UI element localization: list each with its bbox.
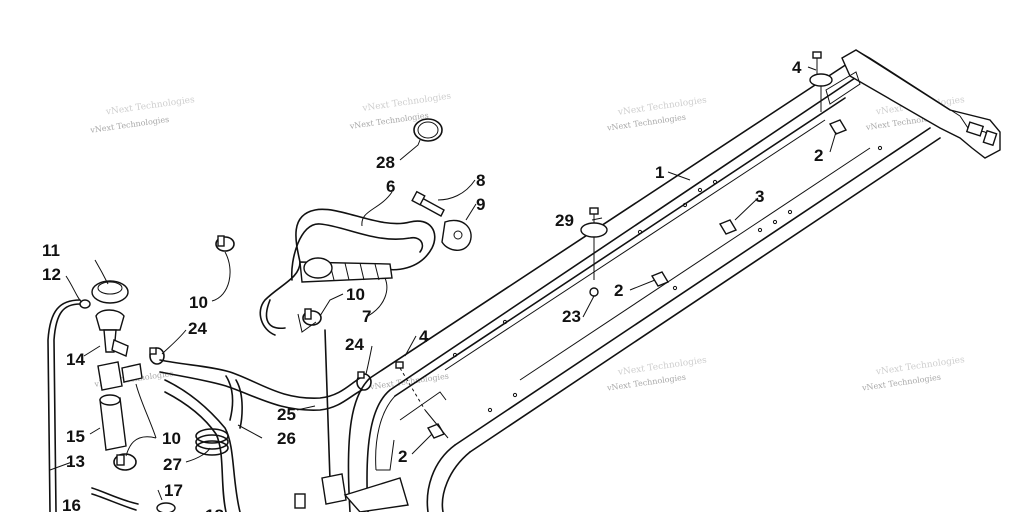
bolt-8 <box>411 190 445 217</box>
callout-29: 29 <box>555 211 574 230</box>
watermark: vNext Technologies <box>89 115 170 135</box>
callout-10a: 10 <box>189 293 208 312</box>
callout-3: 3 <box>755 187 764 206</box>
overflow-hose-13 <box>47 299 81 512</box>
clamp-10-low <box>113 453 137 471</box>
clamp-27 <box>195 428 229 456</box>
callout-1: 1 <box>655 163 664 182</box>
callout-11: 11 <box>42 241 60 260</box>
callout-10c: 10 <box>162 429 181 448</box>
leader-lines <box>49 66 837 501</box>
callouts: 4 2 1 3 29 2 23 4 2 28 8 9 6 7 10 10 10 … <box>42 58 823 512</box>
fastener-29-23 <box>580 207 608 297</box>
bolt-4-top <box>809 51 833 112</box>
callout-24a: 24 <box>188 319 207 338</box>
clamp-10-top <box>215 235 235 252</box>
callout-7: 7 <box>362 307 371 326</box>
callout-16: 16 <box>62 496 81 512</box>
callout-12: 12 <box>42 265 61 284</box>
callout-15: 15 <box>66 427 85 446</box>
callout-2a: 2 <box>814 146 823 165</box>
callout-23: 23 <box>562 307 581 326</box>
watermark: vNext Technologies <box>368 371 449 391</box>
bolt-4-lower <box>395 361 449 439</box>
callout-4b: 4 <box>419 327 429 346</box>
hose-25 <box>159 359 363 411</box>
clip-9 <box>441 219 472 251</box>
callout-27: 27 <box>163 455 182 474</box>
watermark: vNext Technologies <box>348 111 429 131</box>
filler-neck-14 <box>79 299 129 357</box>
rail-end-bracket <box>825 49 1001 159</box>
watermark: vNext Technologies <box>616 95 707 118</box>
fitting-17 <box>156 502 176 512</box>
callout-4a: 4 <box>792 58 802 77</box>
callout-10b: 10 <box>346 285 365 304</box>
callout-2b: 2 <box>614 281 623 300</box>
pump-housing <box>294 329 409 512</box>
callout-8: 8 <box>476 171 485 190</box>
clamp-24-left <box>149 347 165 365</box>
callout-18: 18 <box>205 506 224 512</box>
callout-14: 14 <box>66 350 85 369</box>
frame-rail <box>347 61 941 512</box>
callout-24b: 24 <box>345 335 364 354</box>
callout-6: 6 <box>386 177 395 196</box>
sleeve-15 <box>99 394 127 451</box>
radiator-cap-11 <box>91 280 129 304</box>
watermark: vNext Technologies <box>616 355 707 378</box>
rail-clips <box>426 119 848 439</box>
callout-9: 9 <box>476 195 485 214</box>
tee-fitting <box>97 361 143 391</box>
callout-25: 25 <box>277 405 296 424</box>
watermark: vNext Technologies <box>874 355 965 378</box>
hose-26 <box>164 375 243 512</box>
clamp-10-mid <box>302 308 322 326</box>
hose-16 <box>91 487 139 511</box>
hose-6 <box>259 208 436 336</box>
callout-26: 26 <box>277 429 296 448</box>
watermark: vNext Technologies <box>361 92 452 115</box>
watermark: vNext Technologies <box>860 373 941 393</box>
callout-13: 13 <box>66 452 85 471</box>
callout-17: 17 <box>164 481 183 500</box>
watermark: vNext Technologies <box>104 95 195 118</box>
callout-28: 28 <box>376 153 395 172</box>
clamp-24-right <box>356 371 372 391</box>
hose-clamp-28 <box>413 118 443 142</box>
callout-2c: 2 <box>398 447 407 466</box>
